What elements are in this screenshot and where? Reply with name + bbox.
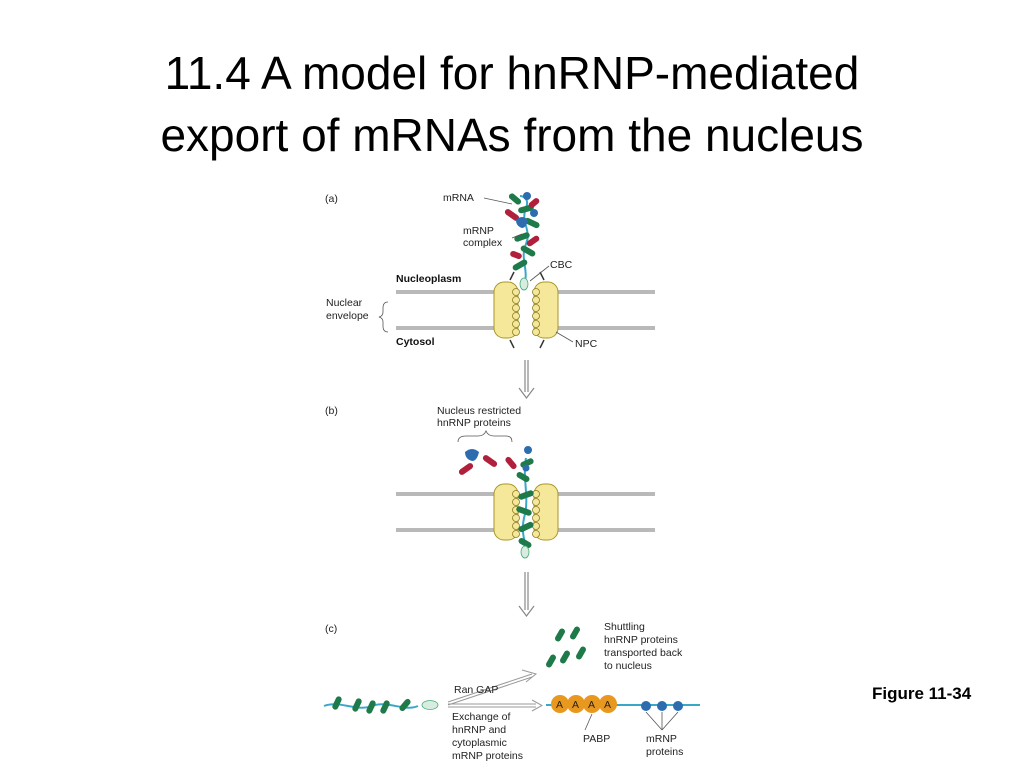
label-restricted-1: Nucleus restricted bbox=[437, 405, 521, 417]
title-line-1: 11.4 A model for hnRNP-mediated bbox=[164, 47, 860, 99]
label-shuttling-1: Shuttling bbox=[604, 621, 645, 633]
label-cytosol: Cytosol bbox=[396, 336, 435, 348]
label-nuclear-envelope-2: envelope bbox=[326, 310, 369, 322]
label-nuclear-envelope-1: Nuclear bbox=[326, 297, 363, 309]
exported-mrna: A A A A bbox=[546, 695, 700, 713]
panel-a-letter: (a) bbox=[325, 193, 338, 205]
panel-a: (a) bbox=[325, 192, 655, 350]
npc-a bbox=[493, 271, 559, 349]
label-shuttling-2: hnRNP proteins bbox=[604, 634, 678, 646]
polya-a-4: A bbox=[604, 699, 611, 711]
ran-gap-arrow bbox=[447, 669, 538, 706]
label-nucleoplasm: Nucleoplasm bbox=[396, 273, 461, 285]
panel-b: (b) Nucleus restricted hnRNP proteins bbox=[325, 405, 655, 559]
polya-a-3: A bbox=[588, 699, 595, 711]
panel-c-letter: (c) bbox=[325, 623, 337, 635]
label-mrna: mRNA bbox=[443, 192, 474, 204]
released-hnrnp-proteins bbox=[458, 449, 517, 475]
panel-c: (c) Shuttling hnRNP proteins transported… bbox=[323, 621, 700, 762]
label-shuttling-4: to nucleus bbox=[604, 660, 652, 672]
arrow-a-to-b bbox=[518, 360, 535, 399]
figure-label: Figure 11-34 bbox=[872, 684, 972, 703]
label-exchange-4: mRNP proteins bbox=[452, 750, 523, 762]
pabp-polya-tail: A A A A bbox=[551, 695, 617, 713]
label-npc: NPC bbox=[575, 338, 598, 350]
polya-a-2: A bbox=[572, 699, 579, 711]
label-mrnp-c-1: mRNP bbox=[646, 733, 677, 745]
label-restricted-2: hnRNP proteins bbox=[437, 417, 511, 429]
slide-title: 11.4 A model for hnRNP-mediated export o… bbox=[0, 42, 1024, 166]
label-mrnp-a-2: complex bbox=[463, 237, 503, 249]
arrow-b-to-c bbox=[518, 572, 535, 617]
label-shuttling-3: transported back bbox=[604, 647, 683, 659]
label-pabp: PABP bbox=[583, 733, 610, 745]
label-exchange-3: cytoplasmic bbox=[452, 737, 507, 749]
mrnp-cytosol-left bbox=[323, 696, 439, 714]
mrnp-complex-a bbox=[504, 192, 540, 291]
label-cbc: CBC bbox=[550, 259, 573, 271]
polya-a-1: A bbox=[556, 699, 563, 711]
panel-b-letter: (b) bbox=[325, 405, 338, 417]
shuttling-hnrnp-proteins bbox=[546, 626, 586, 668]
label-mrnp-a-1: mRNP bbox=[463, 225, 494, 237]
exchange-arrow bbox=[448, 699, 544, 712]
npc-b bbox=[493, 483, 559, 541]
label-exchange-1: Exchange of bbox=[452, 711, 510, 723]
title-line-2: export of mRNAs from the nucleus bbox=[160, 109, 864, 161]
mrnp-translocating-b bbox=[516, 446, 534, 559]
label-mrnp-c-2: proteins bbox=[646, 746, 683, 758]
nuclear-envelope-a bbox=[396, 290, 655, 330]
label-ran-gap: Ran GAP bbox=[454, 684, 498, 696]
cytoplasmic-mrnp-proteins bbox=[641, 701, 683, 711]
label-exchange-2: hnRNP and bbox=[452, 724, 506, 736]
